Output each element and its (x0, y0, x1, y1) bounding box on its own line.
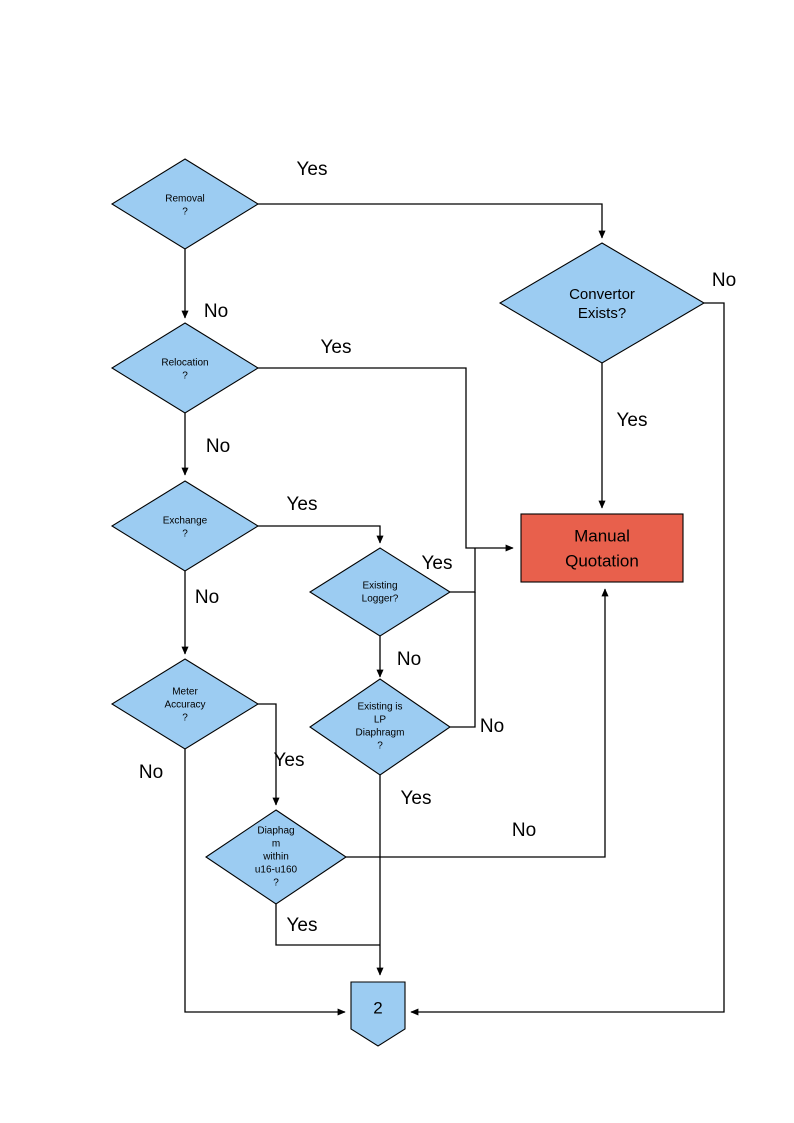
edge-label-meter-accuracy-yes: Yes (274, 750, 305, 771)
edges-layer (181, 203, 725, 1016)
edge-meter-accuracy-no (184, 749, 346, 1016)
node-meter-accuracy[interactable]: Meter Accuracy ? (110, 658, 260, 750)
edge-removal-yes (258, 203, 606, 239)
edge-label-relocation-yes: Yes (321, 337, 352, 358)
edge-relocation-yes (258, 367, 514, 552)
edge-label-convertor-yes: Yes (617, 410, 648, 431)
node-removal[interactable]: Removal ? (110, 158, 260, 250)
node-exchange-line-1: ? (182, 529, 188, 540)
edge-label-relocation-no: No (206, 436, 230, 457)
node-convertor-line-1: Exists? (578, 305, 626, 322)
node-connector-2[interactable]: 2 (350, 981, 406, 1047)
node-diaphagm-range-line-2: within (262, 852, 289, 863)
node-lp-diaphragm-line-3: ? (377, 741, 383, 752)
edge-label-diaphagm-range-yes: Yes (287, 915, 318, 936)
node-existing-logger-line-0: Existing (362, 581, 397, 592)
node-existing-logger-line-1: Logger? (362, 594, 399, 605)
edge-label-existing-logger-no: No (397, 649, 421, 670)
edge-meter-accuracy-yes (258, 703, 280, 806)
node-relocation[interactable]: Relocation ? (110, 322, 260, 414)
edge-label-removal-no: No (204, 301, 228, 322)
edge-convertor-no (410, 302, 725, 1016)
node-diaphagm-range-line-0: Diaphag (257, 826, 294, 837)
edge-label-lp-diaphragm-yes: Yes (401, 788, 432, 809)
edge-label-removal-yes: Yes (297, 159, 328, 180)
edge-label-diaphagm-range-no: No (512, 820, 536, 841)
node-lp-diaphragm-line-1: LP (374, 715, 387, 726)
edge-label-existing-logger-yes: Yes (422, 553, 453, 574)
node-exchange[interactable]: Exchange ? (110, 480, 260, 572)
node-meter-accuracy-line-0: Meter (172, 687, 198, 698)
edge-label-exchange-no: No (195, 587, 219, 608)
edge-label-exchange-yes: Yes (287, 494, 318, 515)
node-diaphagm-range-line-1: m (272, 839, 280, 850)
edge-lp-diaphragm-no (450, 592, 476, 728)
node-convertor-exists[interactable]: Convertor Exists? (498, 242, 706, 364)
node-existing-logger[interactable]: Existing Logger? (308, 547, 452, 637)
node-meter-accuracy-line-2: ? (182, 713, 188, 724)
node-diaphagm-range-line-3: u16-u160 (255, 865, 298, 876)
node-lp-diaphragm-line-0: Existing is (357, 702, 402, 713)
edge-diaphagm-range-yes (275, 904, 380, 946)
node-diaphagm-range[interactable]: Diaphag m within u16-u160 ? (205, 809, 347, 905)
node-manual-quotation-line-0: Manual (574, 526, 630, 545)
node-manual-quotation[interactable]: Manual Quotation (520, 513, 684, 583)
edge-label-lp-diaphragm-no: No (480, 716, 504, 737)
node-meter-accuracy-line-1: Accuracy (164, 700, 205, 711)
node-connector-2-label: 2 (373, 998, 382, 1017)
node-relocation-line-0: Relocation (161, 358, 208, 369)
nodes-layer: Removal ? Relocation ? Exchange ? Meter … (110, 158, 706, 1047)
edge-label-meter-accuracy-no: No (139, 762, 163, 783)
node-removal-line-0: Removal (165, 194, 204, 205)
edge-labels-layer: Yes No Yes No Yes No Yes No Yes No No Ye… (139, 159, 736, 936)
node-relocation-line-1: ? (182, 371, 188, 382)
edge-exchange-yes (258, 525, 384, 544)
node-manual-quotation-line-1: Quotation (565, 551, 639, 570)
edge-existing-logger-yes (450, 548, 476, 593)
node-diaphagm-range-line-4: ? (273, 878, 279, 889)
node-lp-diaphragm-line-2: Diaphragm (356, 728, 405, 739)
node-removal-line-1: ? (182, 207, 188, 218)
node-convertor-line-0: Convertor (569, 286, 635, 303)
node-exchange-line-0: Exchange (163, 516, 208, 527)
edge-diaphagm-range-no (346, 588, 609, 858)
node-lp-diaphragm[interactable]: Existing is LP Diaphragm ? (309, 678, 451, 776)
edge-label-convertor-no: No (712, 270, 736, 291)
